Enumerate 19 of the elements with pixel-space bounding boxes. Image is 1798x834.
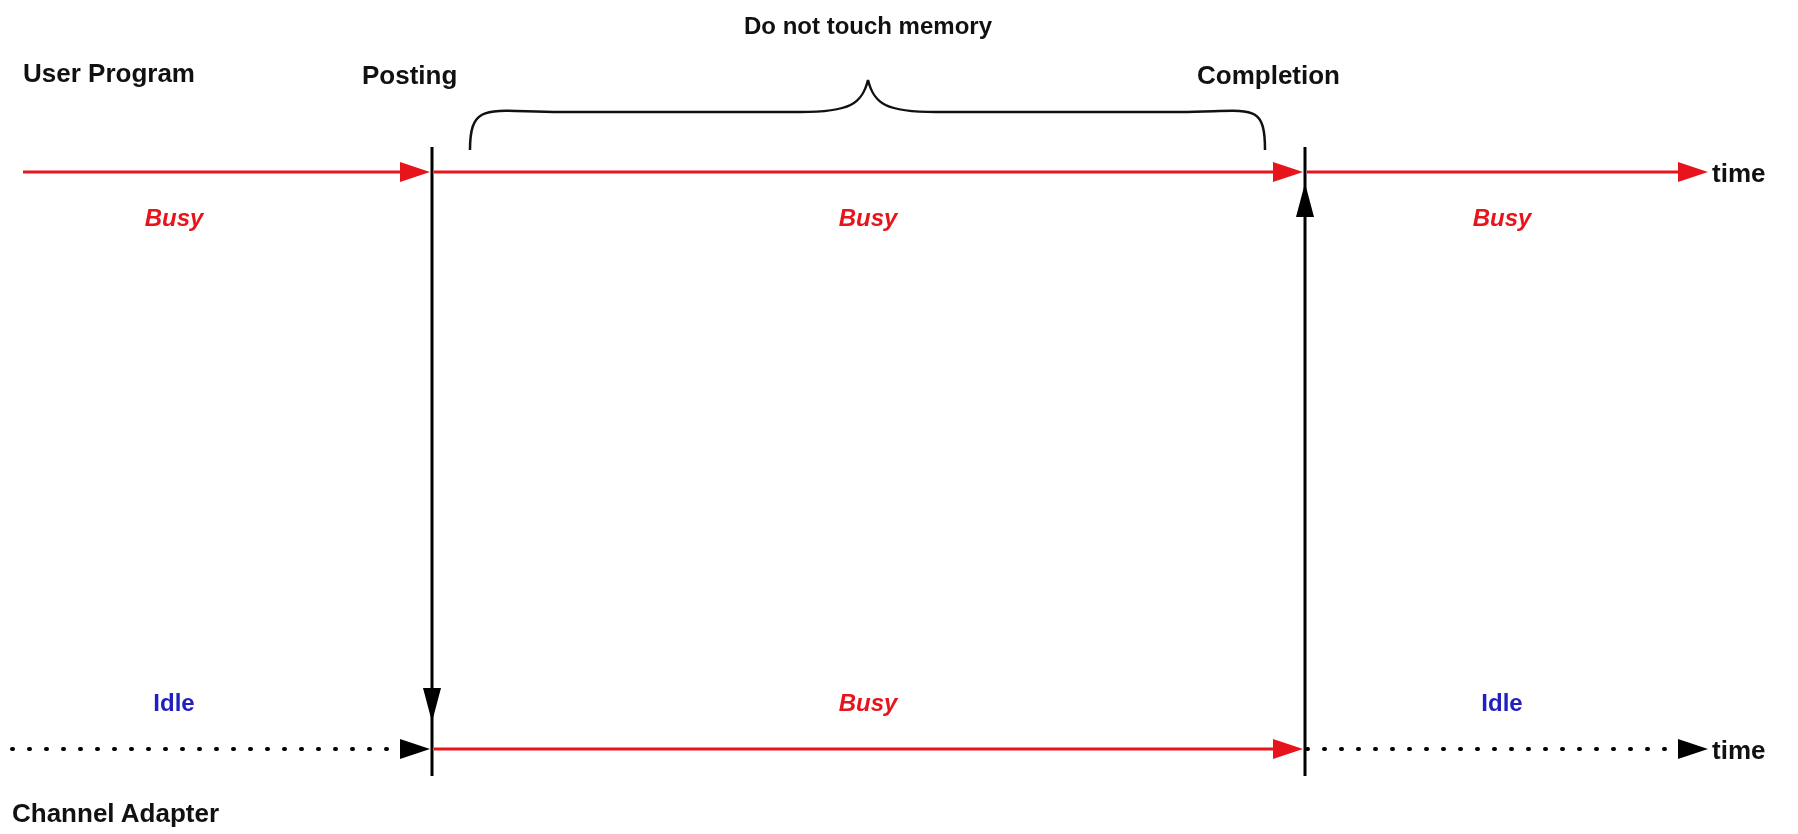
edge-label: Idle bbox=[1481, 689, 1523, 717]
timeline-arrow bbox=[1305, 739, 1708, 759]
edge-label: Busy bbox=[144, 204, 204, 232]
edge-label: Busy bbox=[838, 689, 898, 717]
timeline-arrow bbox=[434, 739, 1303, 759]
note-label: Do not touch memory bbox=[744, 12, 992, 40]
timeline-arrow bbox=[23, 162, 430, 182]
axis-label: time bbox=[1712, 158, 1766, 189]
edge-label: Idle bbox=[153, 689, 195, 717]
edge-label: Busy bbox=[838, 204, 898, 232]
timeline-arrow bbox=[10, 739, 430, 759]
lane-label: User Program bbox=[23, 58, 195, 89]
edge-label: Busy bbox=[1472, 204, 1532, 232]
timeline-arrow bbox=[434, 162, 1303, 182]
event-label: Posting bbox=[362, 60, 458, 91]
timeline-arrow bbox=[1307, 162, 1708, 182]
lane-label: Channel Adapter bbox=[12, 798, 220, 829]
axis-label: time bbox=[1712, 735, 1766, 766]
event-label: Completion bbox=[1197, 60, 1340, 91]
